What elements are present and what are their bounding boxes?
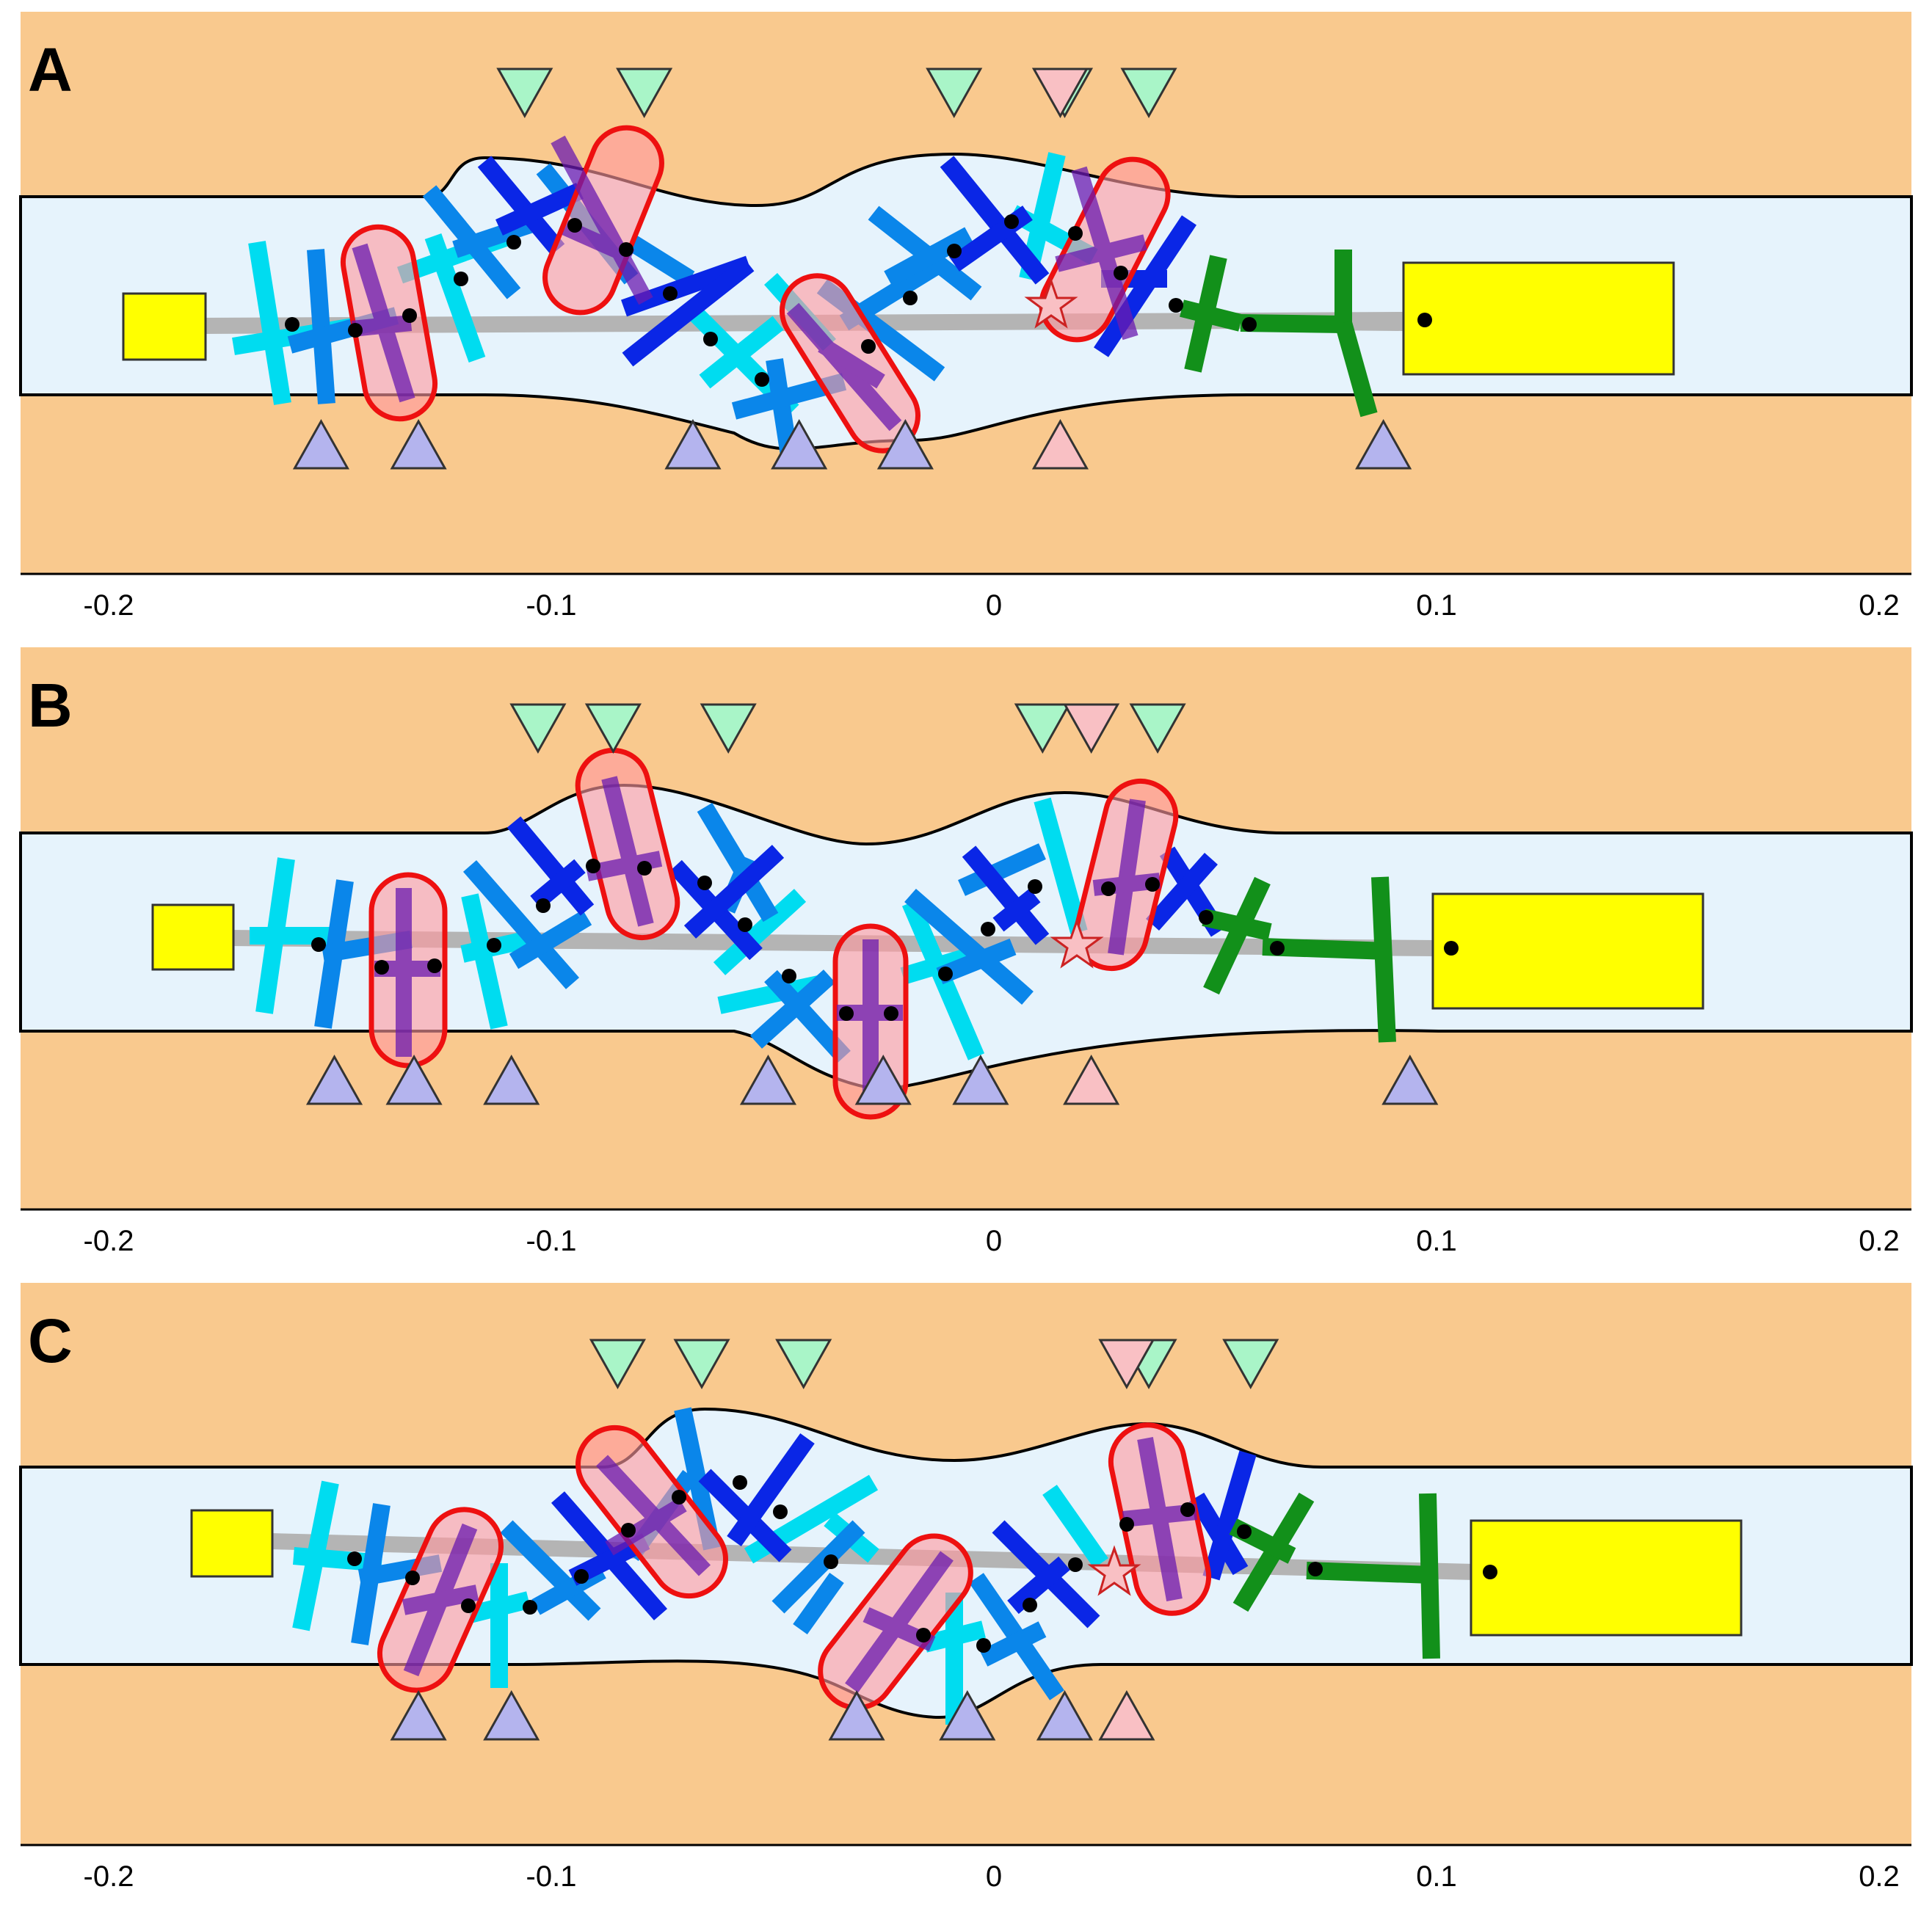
- down-triangle-icon: [1063, 703, 1120, 754]
- panel-label: C: [28, 1306, 73, 1375]
- x-tick-label: 0: [986, 1225, 1002, 1257]
- up-triangle-icon: [828, 1689, 885, 1741]
- down-triangle-icon: [1129, 703, 1186, 754]
- x-tick-label: -0.1: [526, 1225, 577, 1257]
- down-triangle-icon: [673, 1339, 730, 1390]
- up-triangle-icon: [390, 418, 447, 470]
- down-triangle-icon: [1120, 68, 1177, 119]
- x-tick-label: -0.2: [84, 1860, 134, 1893]
- down-triangle-icon: [1222, 1339, 1279, 1390]
- up-triangle-icon: [1063, 1054, 1120, 1105]
- down-triangle-icon: [584, 703, 642, 754]
- up-triangle-icon: [292, 418, 350, 470]
- down-triangle-icon: [1031, 68, 1089, 119]
- x-tick-label: -0.1: [526, 1860, 577, 1893]
- up-triangle-icon: [939, 1689, 996, 1741]
- panel-a: [19, 12, 1913, 575]
- x-tick-label: -0.2: [84, 1225, 134, 1257]
- up-triangle-icon: [390, 1689, 447, 1741]
- x-tick-label: 0.1: [1416, 589, 1457, 622]
- panel-label: B: [28, 671, 73, 740]
- down-triangle-icon: [1014, 703, 1071, 754]
- up-triangle-icon: [771, 418, 828, 470]
- x-tick-label: 0.1: [1416, 1225, 1457, 1257]
- up-triangle-icon: [385, 1054, 443, 1105]
- down-triangle-icon: [775, 1339, 832, 1390]
- up-triangle-icon: [483, 1689, 540, 1741]
- down-triangle-icon: [509, 703, 567, 754]
- x-tick-label: 0.2: [1859, 1860, 1900, 1893]
- x-tick-label: 0.2: [1859, 589, 1900, 622]
- down-triangle-icon: [1098, 1339, 1155, 1390]
- down-triangle-icon: [589, 1339, 647, 1390]
- up-triangle-icon: [1381, 1054, 1439, 1105]
- up-triangle-icon: [1098, 1689, 1155, 1741]
- up-triangle-icon: [483, 1054, 540, 1105]
- down-triangle-icon: [926, 68, 983, 119]
- up-triangle-icon: [739, 1054, 797, 1105]
- down-triangle-icon: [616, 68, 673, 119]
- x-tick-label: 0: [986, 589, 1002, 622]
- x-tick-label: 0.2: [1859, 1225, 1900, 1257]
- x-tick-label: 0: [986, 1860, 1002, 1893]
- panel-label: A: [28, 35, 73, 104]
- up-triangle-icon: [1355, 418, 1412, 470]
- up-triangle-icon: [854, 1054, 912, 1105]
- up-triangle-icon: [664, 418, 722, 470]
- x-tick-label: 0.1: [1416, 1860, 1457, 1893]
- up-triangle-icon: [305, 1054, 363, 1105]
- up-triangle-icon: [876, 418, 934, 470]
- up-triangle-icon: [952, 1054, 1009, 1105]
- panel-b: [19, 647, 1913, 1211]
- x-tick-label: -0.1: [526, 589, 577, 622]
- down-triangle-icon: [496, 68, 553, 119]
- panel-c: [19, 1283, 1913, 1846]
- up-triangle-icon: [1031, 418, 1089, 470]
- x-tick-label: -0.2: [84, 589, 134, 622]
- down-triangle-icon: [700, 703, 757, 754]
- up-triangle-icon: [1036, 1689, 1094, 1741]
